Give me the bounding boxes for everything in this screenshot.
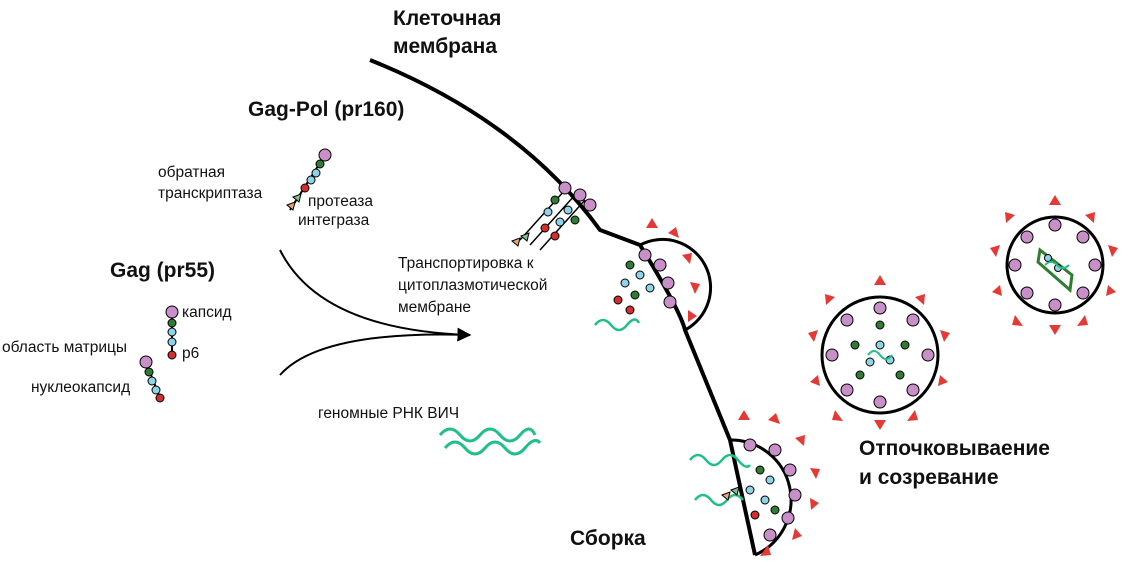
label-reverse-transcriptase-line1: обратная <box>158 164 225 181</box>
transport-arrow-upper <box>279 249 472 342</box>
label-membrane-line2: мембрана <box>393 35 497 58</box>
label-transport-line3: мембране <box>398 299 471 316</box>
label-protease: протеаза <box>308 193 373 210</box>
genomic-rna-group <box>438 427 542 456</box>
gagpol-molecule <box>286 148 332 211</box>
gag-molecule <box>165 305 179 360</box>
mature-virion <box>990 195 1118 335</box>
label-matrix: область матрицы <box>2 339 127 356</box>
rna-strand <box>438 427 537 443</box>
assembly-cluster-bottom <box>689 410 820 557</box>
label-assembly: Сборка <box>570 527 646 550</box>
label-genomic-rna: геномные РНК ВИЧ <box>318 405 459 422</box>
label-transport-line2: цитоплазмотической <box>398 277 547 294</box>
label-budding-line2: и созревание <box>859 466 999 489</box>
label-membrane-line1: Клеточная <box>393 7 501 30</box>
assembly-cluster-top <box>511 181 597 251</box>
label-gag: Gag (pr55) <box>110 259 215 282</box>
label-p6: p6 <box>182 345 199 362</box>
label-capsid: капсид <box>182 304 232 321</box>
cell-membrane <box>369 58 757 556</box>
label-budding-line1: Отпочковываение <box>859 437 1050 460</box>
label-transport-line1: Транспортировка к <box>398 255 534 272</box>
assembly-cluster-middle <box>594 218 713 332</box>
label-reverse-transcriptase-line2: транскриптаза <box>158 185 263 202</box>
transport-arrow-lower <box>279 333 471 376</box>
label-gagpol: Gag-Pol (pr160) <box>248 98 404 121</box>
label-integrase: интеграза <box>298 212 370 229</box>
gag-molecule-second <box>139 355 165 403</box>
rna-strand <box>443 438 542 456</box>
label-nucleocapsid: нуклеокапсид <box>31 379 130 396</box>
immature-virion <box>808 275 950 430</box>
